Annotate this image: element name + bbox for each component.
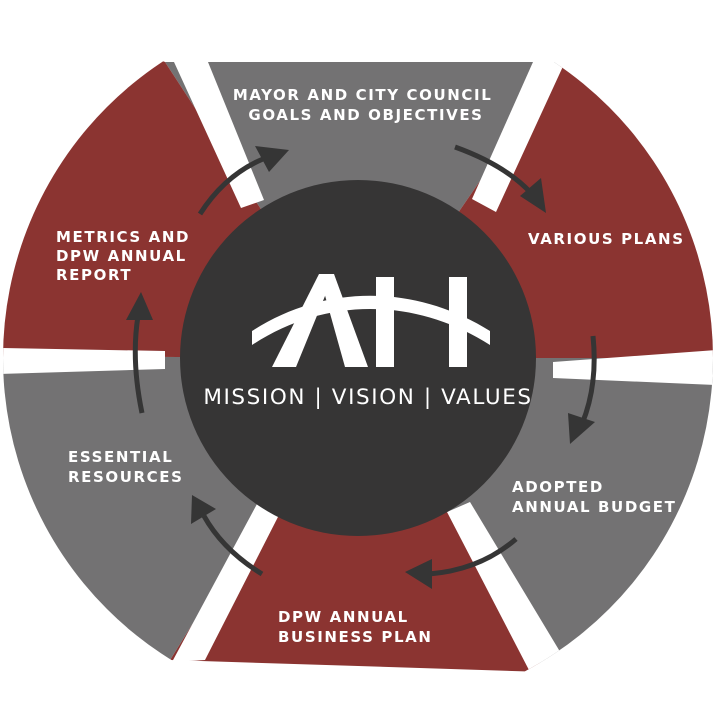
arrow-business-to-resources [201,514,264,577]
cycle-arrows [132,144,597,577]
divider-left [3,348,165,374]
label-adopted-budget: ADOPTED ANNUAL BUDGET [512,478,676,516]
segment-labels: MAYOR AND CITY COUNCIL GOALS AND OBJECTI… [56,86,685,646]
divider-bottom-right [447,502,562,672]
divider-bottom-left [172,504,280,662]
arrow-council-to-plans [454,144,533,195]
arrow-plans-to-budget [579,335,597,425]
ah-logo-icon [252,274,490,367]
arrowhead-5 [191,495,216,524]
arrowhead-6 [126,292,153,320]
label-business-plan: DPW ANNUAL BUSINESS PLAN [278,608,432,646]
arrowhead-1 [255,146,289,172]
arrow-budget-to-business [428,537,518,577]
arrow-resources-to-metrics [132,315,145,414]
mission-vision-values: MISSION | VISION | VALUES [203,385,532,410]
label-essential-resources: ESSENTIAL RESOURCES [68,448,184,486]
label-council-goals: MAYOR AND CITY COUNCIL GOALS AND OBJECTI… [233,86,499,124]
label-various-plans: VARIOUS PLANS [528,230,685,248]
arrowhead-3 [568,413,595,444]
cycle-arrowheads [126,146,595,589]
arrow-metrics-to-council [197,156,264,216]
arrowhead-4 [405,559,432,589]
divider-top-right [472,62,565,212]
arrowhead-2 [520,178,546,213]
label-metrics-report: METRICS AND DPW ANNUAL REPORT [56,228,197,284]
